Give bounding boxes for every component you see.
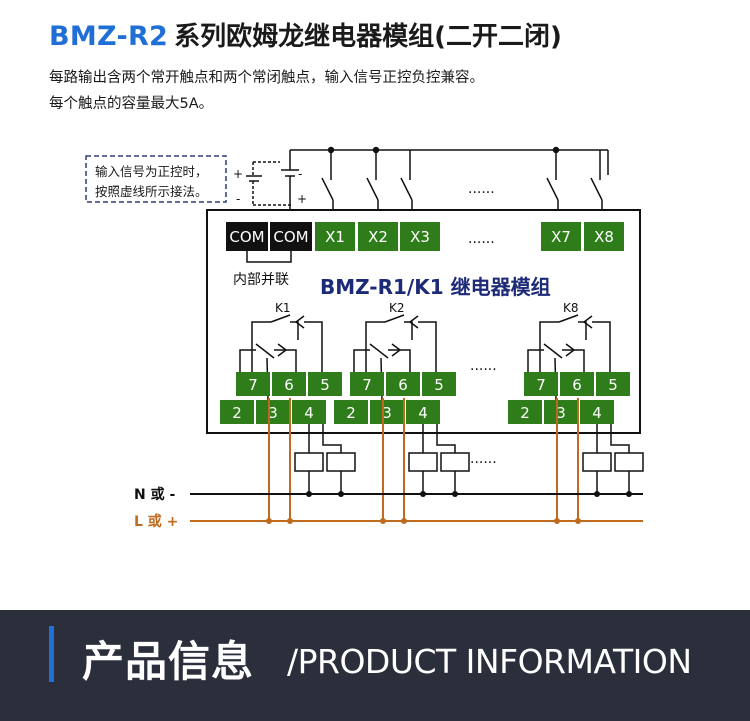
footer-banner: 产品信息 /PRODUCT INFORMATION <box>0 610 750 721</box>
terminal-block <box>236 372 270 396</box>
plus-sign: + <box>297 192 307 206</box>
terminal-block <box>292 400 326 424</box>
n-junctions <box>306 491 632 497</box>
l-junctions <box>266 518 581 524</box>
footer-en-title: /PRODUCT INFORMATION <box>287 642 692 681</box>
relay-label-k8: K8 <box>563 301 579 315</box>
terminal-block <box>560 372 594 396</box>
load-ellipsis: ...... <box>470 451 497 467</box>
terminal-block <box>386 372 420 396</box>
relay-group-k2: K2 <box>353 301 437 401</box>
input-label-x8: X8 <box>594 228 614 246</box>
terminal-block <box>220 400 254 424</box>
relay-ellipsis: ...... <box>470 358 497 374</box>
relay-terminals <box>220 372 630 424</box>
relay-label-k2: K2 <box>389 301 405 315</box>
relay-group-k1: K1 <box>239 301 323 401</box>
terminal-block <box>422 372 456 396</box>
terminal-num: 6 <box>398 376 408 394</box>
terminal-num: 7 <box>248 376 258 394</box>
terminal-num: 2 <box>520 404 530 422</box>
terminal-block <box>308 372 342 396</box>
input-terminal-x7 <box>541 222 581 251</box>
terminal-block <box>524 372 558 396</box>
input-label-x1: X1 <box>325 228 345 246</box>
input-label-x2: X2 <box>368 228 388 246</box>
input-label-x3: X3 <box>410 228 430 246</box>
terminal-block <box>508 400 542 424</box>
terminal-num: 4 <box>418 404 428 422</box>
terminal-num: 5 <box>320 376 330 394</box>
minus-sign-dashed: - <box>236 192 240 206</box>
internal-parallel-label: 内部并联 <box>233 272 289 288</box>
terminal-block <box>256 400 290 424</box>
terminal-block <box>334 400 368 424</box>
input-ellipsis: ...... <box>468 181 495 197</box>
note-line-1: 输入信号为正控时， <box>95 164 208 179</box>
minus-sign: - <box>298 167 302 181</box>
terminal-num: 3 <box>382 404 392 422</box>
plus-sign-dashed: + <box>233 167 243 181</box>
terminal-ellipsis: ...... <box>468 231 495 247</box>
terminal-block <box>370 400 404 424</box>
terminal-num: 6 <box>284 376 294 394</box>
title-row: BMZ-R2 系列欧姆龙继电器模组(二开二闭) <box>49 16 562 56</box>
relay-label-k1: K1 <box>275 301 291 315</box>
terminal-num: 6 <box>572 376 582 394</box>
footer-accent-bar <box>49 626 54 682</box>
terminal-num: 5 <box>608 376 618 394</box>
input-terminal-x8 <box>584 222 624 251</box>
terminal-num: 5 <box>434 376 444 394</box>
input-terminals <box>315 222 624 251</box>
terminal-numbers: 7 6 5 2 3 4 7 6 5 2 3 4 7 6 5 2 3 4 <box>232 376 618 422</box>
terminal-num: 4 <box>592 404 602 422</box>
com-label-1: COM <box>229 228 264 246</box>
com-parallel-bracket <box>246 251 292 263</box>
com-terminal-2 <box>270 222 312 251</box>
loads <box>190 424 644 495</box>
terminal-block <box>544 400 578 424</box>
note-line-2: 按照虚线所示接法。 <box>95 184 208 199</box>
com-terminal-1 <box>226 222 268 251</box>
description-line-2: 每个触点的容量最大5A。 <box>49 96 214 112</box>
terminal-block <box>406 400 440 424</box>
wiring-diagram: 输入信号为正控时， 按照虚线所示接法。 + - - + <box>85 146 644 530</box>
terminal-num: 2 <box>232 404 242 422</box>
terminal-num: 7 <box>536 376 546 394</box>
terminal-num: 4 <box>304 404 314 422</box>
n-label: N 或 - <box>134 486 175 503</box>
note-box <box>85 155 227 203</box>
com-label-2: COM <box>273 228 308 246</box>
terminal-num: 3 <box>556 404 566 422</box>
l-wires <box>190 398 643 522</box>
description-line-1: 每路输出含两个常开触点和两个常闭触点，输入信号正控负控兼容。 <box>49 70 484 86</box>
terminal-block <box>350 372 384 396</box>
terminal-num: 3 <box>268 404 278 422</box>
input-terminal-x2 <box>358 222 398 251</box>
terminal-num: 7 <box>362 376 372 394</box>
terminal-block <box>580 400 614 424</box>
footer-cn-title: 产品信息 <box>82 637 255 686</box>
series-title: 系列欧姆龙继电器模组(二开二闭) <box>174 22 562 52</box>
terminal-num: 2 <box>346 404 356 422</box>
terminal-block <box>272 372 306 396</box>
input-terminal-x3 <box>400 222 440 251</box>
input-terminal-x1 <box>315 222 355 251</box>
input-label-x7: X7 <box>551 228 571 246</box>
module-title: BMZ-R1/K1 继电器模组 <box>320 275 551 299</box>
terminal-block <box>596 372 630 396</box>
l-label: L 或 + <box>134 513 178 530</box>
model-name: BMZ-R2 <box>49 21 169 52</box>
